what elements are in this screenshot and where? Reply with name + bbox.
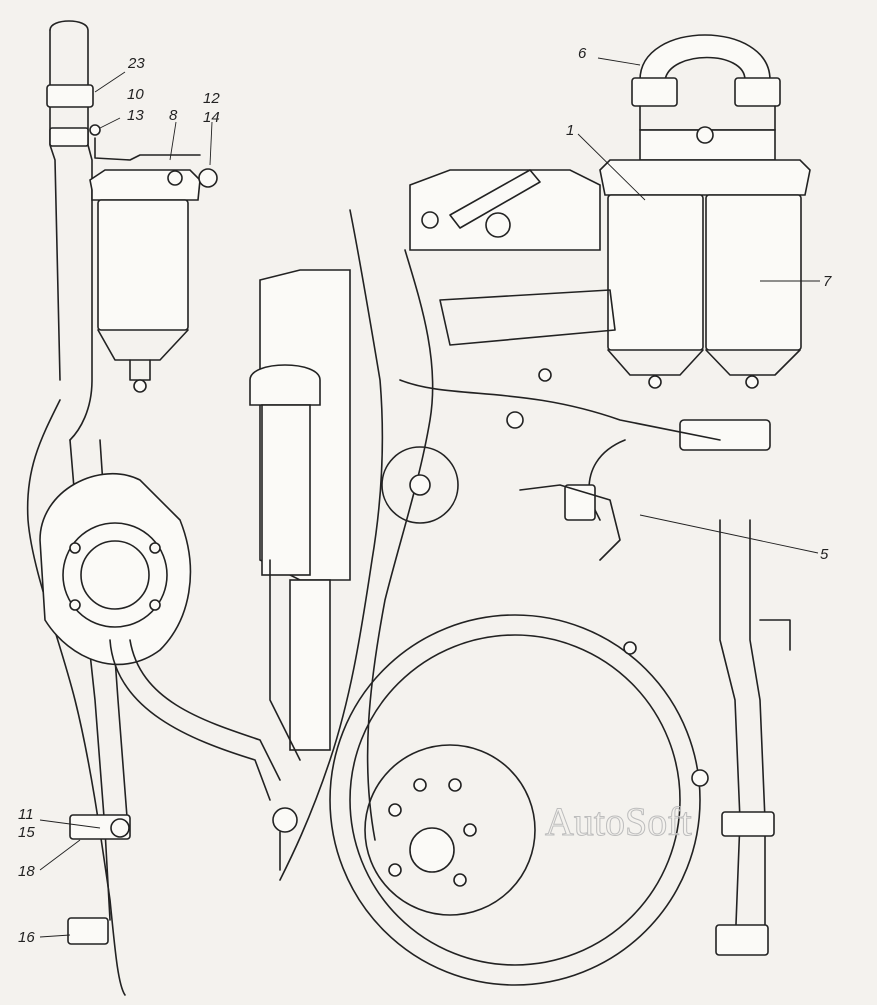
callout-15: 15 [18,824,35,841]
callout-11: 11 [18,806,34,823]
right-coolant-pipe [564,419,791,956]
left-filter [89,168,218,393]
callout-5: 5 [820,546,829,563]
callout-1: 1 [566,122,574,139]
callout-6: 6 [578,45,587,62]
engine-outline-left [26,209,434,996]
callout-8: 8 [169,107,178,124]
callout-10: 10 [127,86,144,103]
water-pump [39,472,281,801]
watermark: AutoSoft [545,799,692,844]
callout-16: 16 [18,929,35,946]
leader-lines [39,57,820,938]
left-column [249,269,351,871]
right-twin-filter [599,34,811,389]
callout-14: 14 [203,109,220,126]
flywheel [329,614,709,986]
manifold [409,169,616,346]
timing-cover [381,368,721,561]
callout-7: 7 [823,273,832,290]
callout-18: 18 [18,863,35,880]
callout-23: 23 [127,55,145,72]
callout-12: 12 [203,90,220,107]
callout-13: 13 [127,107,144,124]
callouts: 23 10 13 8 12 14 6 1 7 5 11 15 18 16 [18,45,832,946]
